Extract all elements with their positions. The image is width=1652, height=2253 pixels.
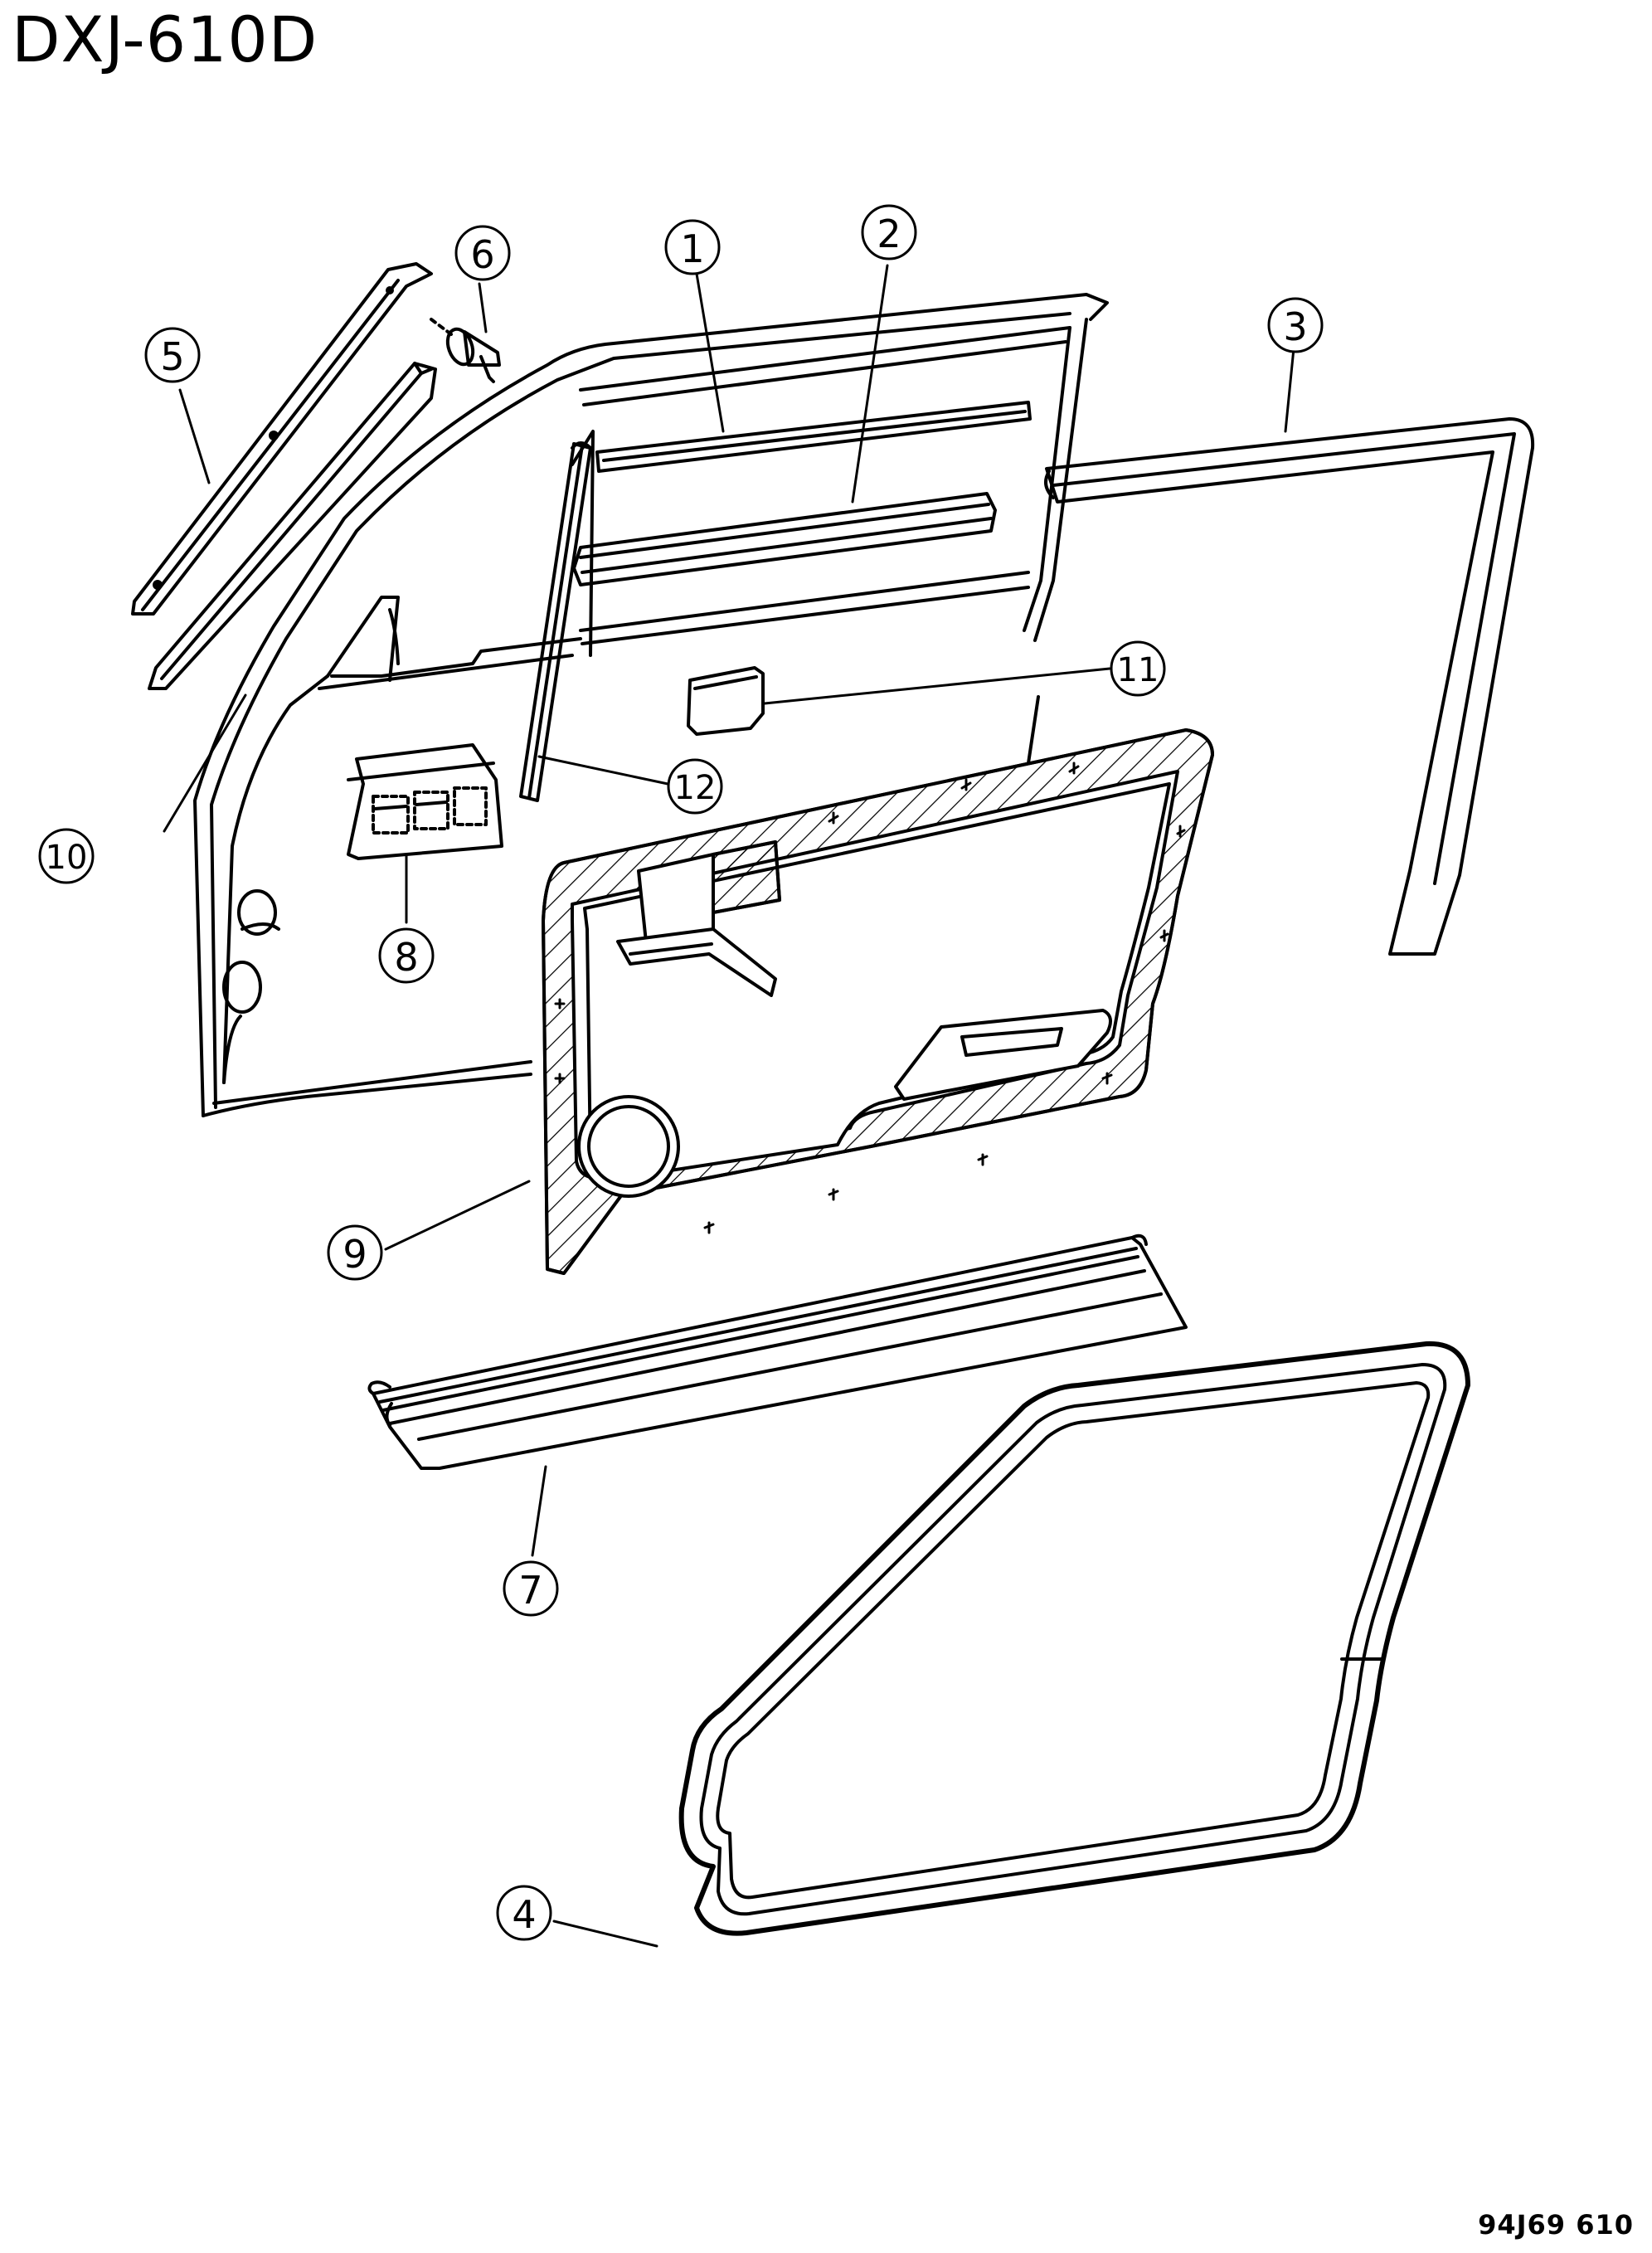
diagram-title: DXJ-610D bbox=[12, 2, 318, 76]
part-1-inner-belt-weatherstrip bbox=[595, 401, 1032, 473]
part-11-cover bbox=[687, 666, 765, 736]
part-8-watershield bbox=[347, 743, 503, 860]
callout-12: 12 bbox=[667, 758, 723, 815]
part-6-push-pin bbox=[430, 318, 501, 383]
part-4-door-weatherstrip bbox=[678, 1341, 1470, 1936]
callout-5: 5 bbox=[144, 327, 201, 383]
callout-10: 10 bbox=[38, 828, 95, 884]
callout-3: 3 bbox=[1267, 297, 1324, 353]
svg-text:11: 11 bbox=[1117, 651, 1159, 689]
svg-text:9: 9 bbox=[343, 1232, 367, 1277]
callout-7: 7 bbox=[503, 1560, 559, 1617]
callout-4: 4 bbox=[496, 1885, 552, 1941]
part-9-trim-panel bbox=[542, 728, 1214, 1275]
part-5-scuff-plate bbox=[131, 262, 433, 616]
part-3-glass-run-channel bbox=[1044, 417, 1535, 956]
part-10-sill-molding bbox=[148, 362, 437, 690]
callout-2: 2 bbox=[861, 204, 917, 260]
callout-1: 1 bbox=[664, 219, 721, 275]
callout-11: 11 bbox=[1110, 640, 1166, 697]
svg-text:2: 2 bbox=[877, 212, 901, 256]
part-7-sill-seal bbox=[367, 1234, 1188, 1470]
callout-8: 8 bbox=[378, 927, 435, 984]
part-2-outer-belt-weatherstrip bbox=[572, 492, 997, 586]
diagram-reference-code: 94J69 610 bbox=[1478, 2209, 1634, 2241]
part-12-run-channel bbox=[519, 441, 592, 802]
callout-6: 6 bbox=[454, 225, 511, 281]
svg-text:10: 10 bbox=[46, 839, 88, 877]
svg-text:12: 12 bbox=[674, 769, 717, 807]
svg-text:8: 8 bbox=[394, 935, 418, 980]
callout-9: 9 bbox=[327, 1224, 383, 1281]
svg-text:1: 1 bbox=[680, 226, 704, 271]
leader-lines bbox=[163, 264, 1295, 1948]
svg-text:6: 6 bbox=[470, 232, 494, 277]
svg-text:4: 4 bbox=[512, 1892, 536, 1937]
svg-text:7: 7 bbox=[518, 1568, 542, 1613]
svg-text:3: 3 bbox=[1283, 304, 1307, 349]
svg-text:5: 5 bbox=[160, 334, 184, 379]
door-shell bbox=[193, 293, 1109, 1117]
